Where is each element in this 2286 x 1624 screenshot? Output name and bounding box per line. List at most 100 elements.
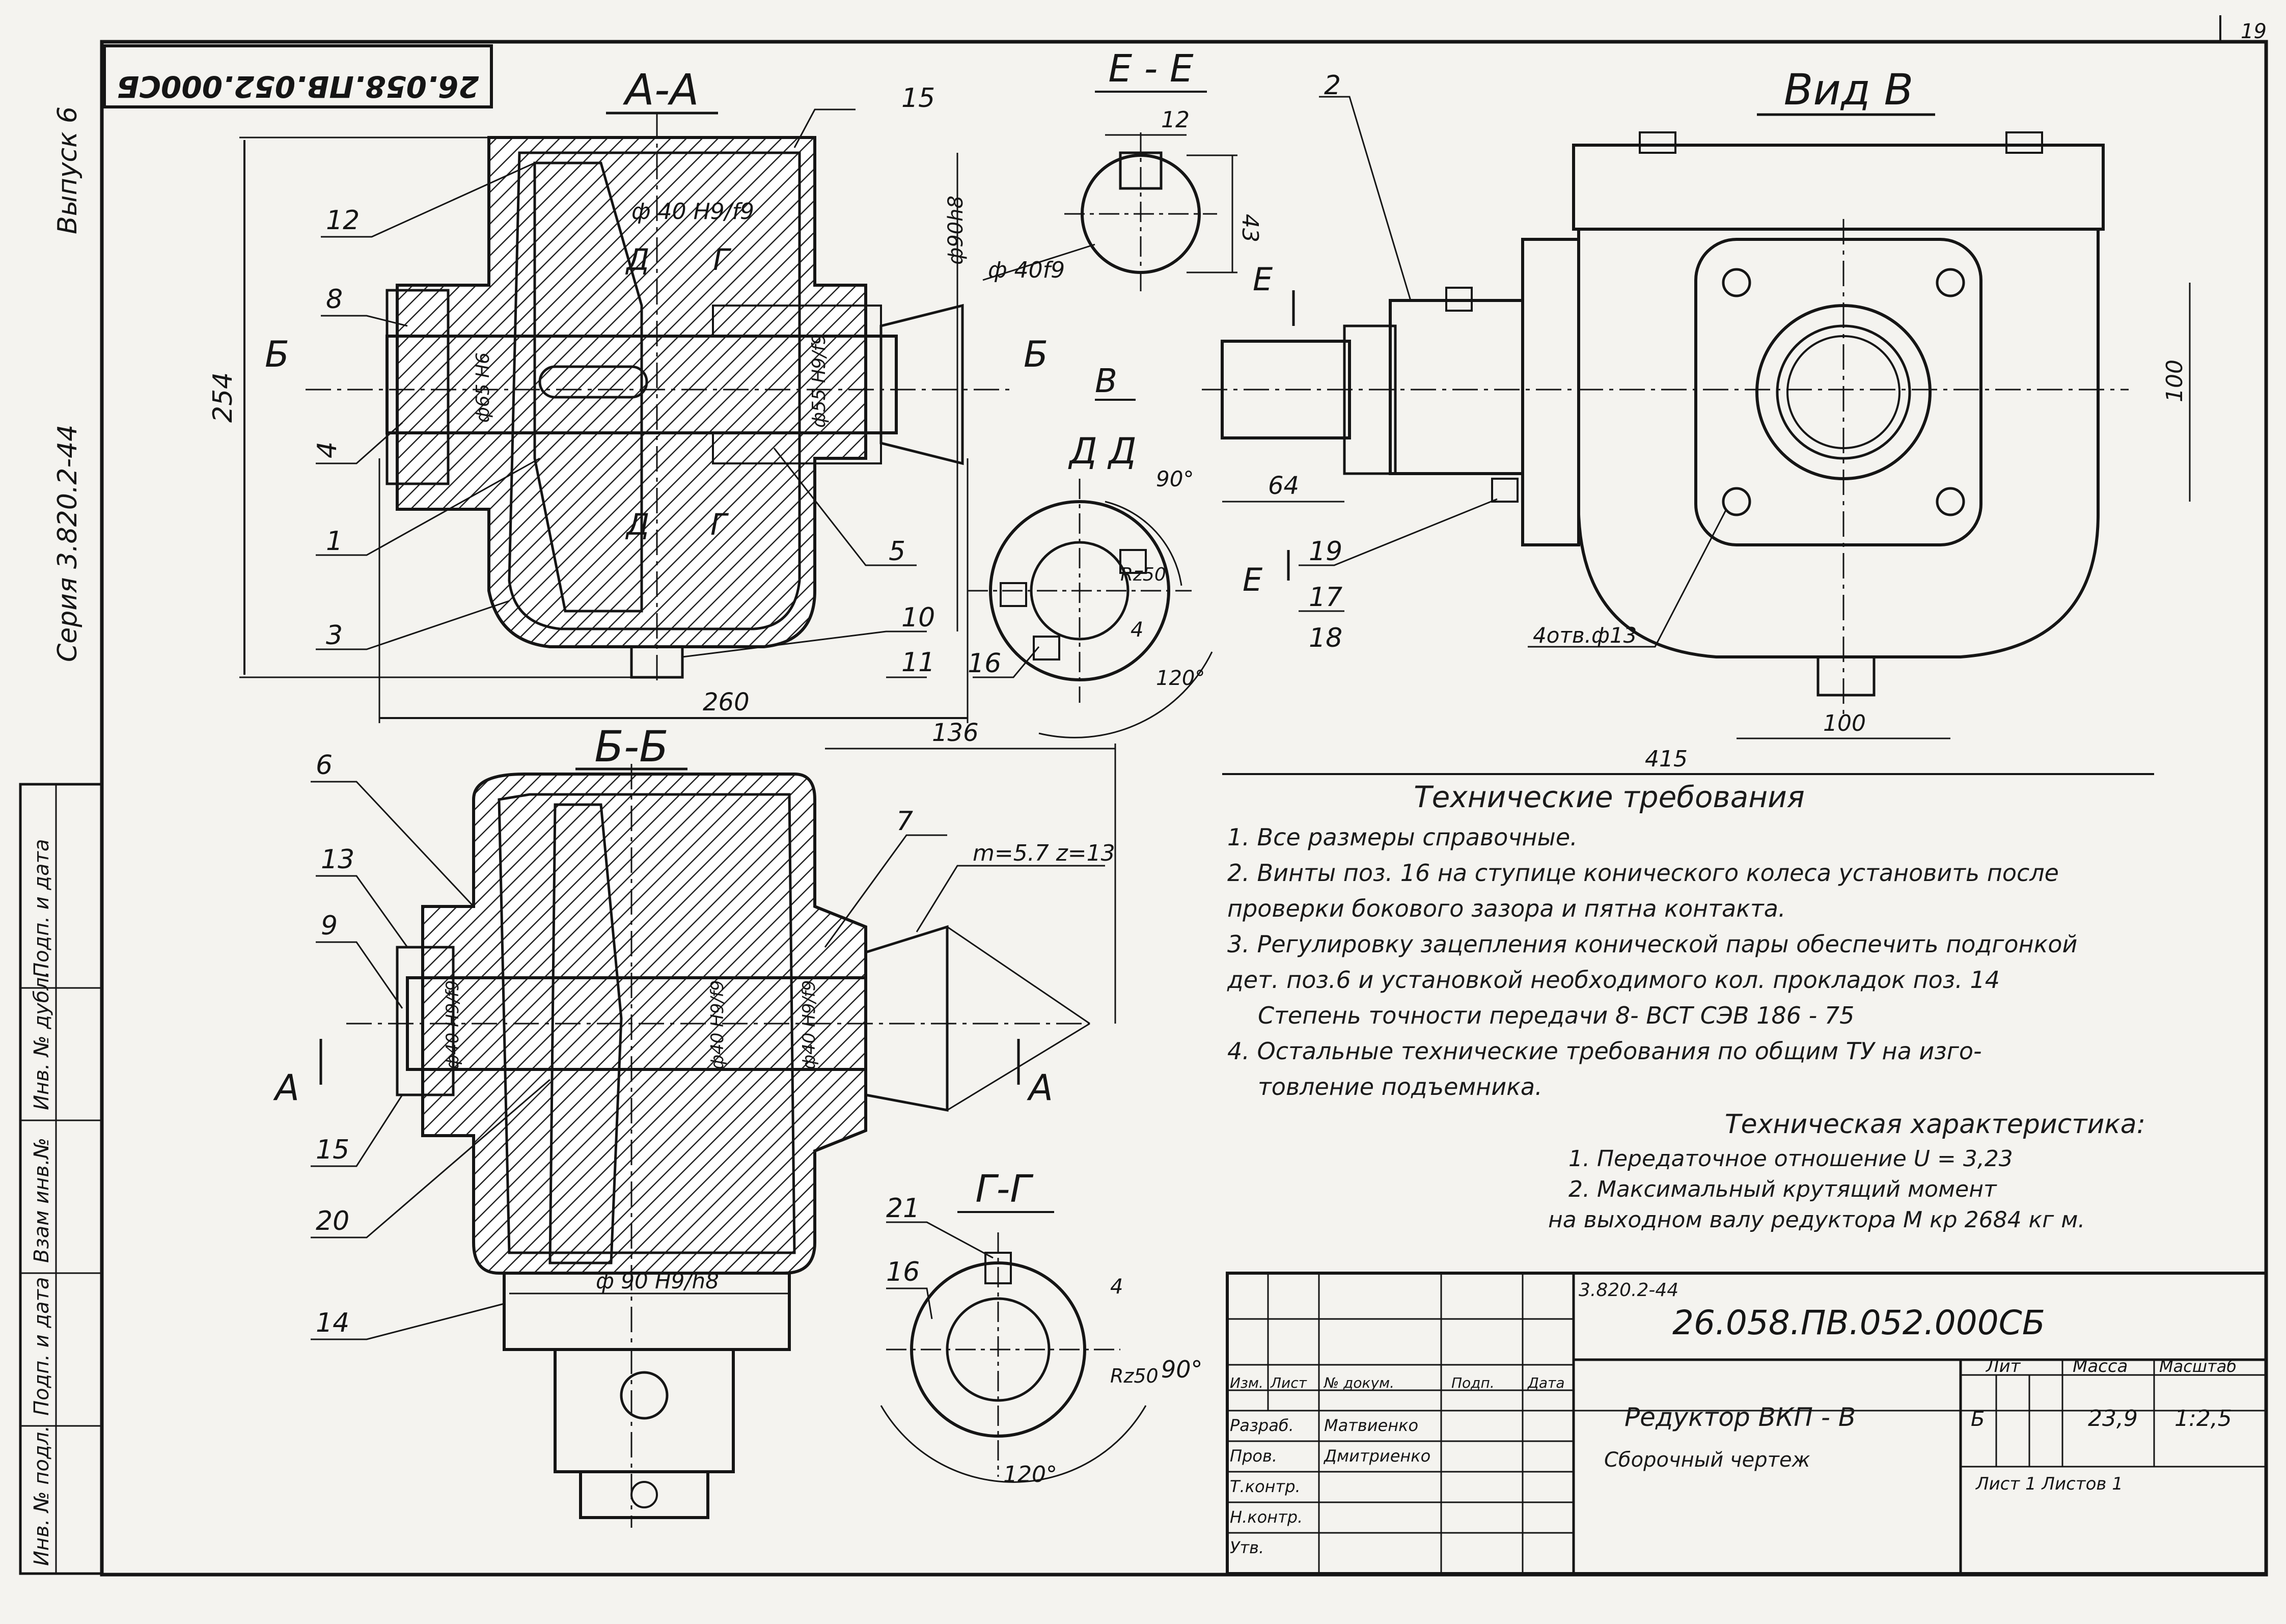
svg-text:8: 8 — [326, 284, 343, 315]
aa-sleeve-top — [712, 305, 882, 337]
svg-text:5: 5 — [889, 536, 905, 567]
vb-mount-plate — [1694, 238, 1982, 546]
svg-text:23,9: 23,9 — [2088, 1406, 2138, 1432]
aa-sleeve-bottom — [712, 432, 882, 464]
svg-text:В: В — [1095, 363, 1117, 400]
svg-text:120°: 120° — [1156, 667, 1205, 690]
gg-title: Г-Г — [975, 1167, 1034, 1211]
svg-text:13: 13 — [321, 844, 354, 875]
stamp-podp-2: Подп. и дата — [30, 1277, 53, 1416]
vb-cap — [1389, 299, 1524, 475]
svg-text:ф40 H9/f9: ф40 H9/f9 — [707, 980, 728, 1069]
bb-title: Б-Б — [594, 722, 669, 772]
stamp-inv-dubl: Инв. № дубл. — [30, 971, 53, 1110]
vb-bolt-hole — [1722, 268, 1751, 297]
svg-text:43: 43 — [1237, 214, 1263, 242]
svg-text:20: 20 — [316, 1206, 349, 1236]
svg-text:260: 260 — [703, 688, 750, 717]
svg-text:3. Регулировку зацепления кон: 3. Регулировку зацепления конической пар… — [1227, 930, 2077, 958]
svg-text:Д: Д — [625, 242, 649, 277]
tech-char-title: Техническая характеристика: — [1725, 1109, 2145, 1140]
svg-text:4отв.ф13: 4отв.ф13 — [1533, 623, 1637, 648]
svg-text:Дата: Дата — [1527, 1374, 1565, 1391]
svg-text:дет. поз.6 и установкой необхо: дет. поз.6 и установкой необходимого кол… — [1227, 966, 2000, 994]
svg-text:Разраб.: Разраб. — [1230, 1416, 1294, 1435]
svg-text:ф40 H9/f9: ф40 H9/f9 — [799, 980, 819, 1069]
vid-v-title: Вид В — [1784, 65, 1914, 115]
svg-text:ф55 H9/f9: ф55 H9/f9 — [809, 333, 830, 428]
svg-text:1. Передаточное отношение U =: 1. Передаточное отношение U = 3,23 — [1568, 1146, 2013, 1172]
aa-key-slot — [538, 365, 648, 399]
svg-text:А: А — [1027, 1067, 1053, 1109]
svg-text:Лит: Лит — [1985, 1356, 2021, 1377]
section-gg: Г-Г 120° 4 Rz50 90° 21 16 — [880, 1167, 1203, 1488]
svg-text:Б: Б — [1971, 1408, 1985, 1431]
svg-text:№ докум.: № докум. — [1323, 1374, 1394, 1391]
svg-text:Пров.: Пров. — [1230, 1446, 1277, 1466]
aa-bevel-gear — [533, 161, 643, 613]
svg-text:11: 11 — [901, 647, 935, 678]
view-b: Вид В В Е Е 2 64 — [1095, 65, 2191, 775]
svg-text:ф65 H6: ф65 H6 — [473, 352, 493, 423]
aa-pinion — [879, 304, 964, 465]
svg-text:1:2,5: 1:2,5 — [2174, 1406, 2232, 1432]
svg-text:12: 12 — [326, 205, 360, 236]
svg-text:проверки бокового зазора и пят: проверки бокового зазора и пятна контакт… — [1227, 895, 1786, 922]
svg-text:Rz50: Rz50 — [1110, 1365, 1159, 1387]
svg-text:4. Остальные технические треб: 4. Остальные технические требования по о… — [1227, 1037, 1982, 1065]
vb-body — [1577, 228, 2100, 658]
svg-text:Сборочный чертеж: Сборочный чертеж — [1604, 1448, 1810, 1472]
tech-req-title: Технические требования — [1414, 780, 1805, 814]
svg-text:16: 16 — [886, 1257, 920, 1287]
left-margin: Выпуск 6 Серия 3.820.2-44 Взам инв.№ Инв… — [19, 106, 103, 1575]
svg-text:Масса: Масса — [2073, 1356, 2128, 1377]
svg-text:120°: 120° — [1003, 1462, 1057, 1488]
svg-text:2. Максимальный крутящий моме: 2. Максимальный крутящий момент — [1568, 1176, 1997, 1202]
svg-text:Лист 1 Листов 1: Лист 1 Листов 1 — [1975, 1474, 2123, 1494]
vb-drain — [1816, 655, 1876, 697]
svg-text:4: 4 — [1131, 618, 1143, 642]
section-bb: Б-Б 136 m=5.7 z=13 ф 90 H9/h8 ф40 H9/f9 … — [273, 719, 1116, 1528]
svg-text:10: 10 — [901, 602, 935, 633]
svg-text:Г: Г — [710, 507, 729, 542]
sheet-number: 19 — [2241, 20, 2267, 43]
svg-text:19: 19 — [1309, 536, 1342, 567]
aa-cavity — [508, 151, 801, 630]
svg-text:16: 16 — [968, 648, 1001, 679]
svg-text:Подп.: Подп. — [1451, 1374, 1495, 1391]
svg-text:Б: Б — [265, 334, 289, 375]
svg-text:1. Все размеры справочные.: 1. Все размеры справочные. — [1227, 823, 1578, 851]
section-aa: А-А 254 260 ф 40 H9/f9 ф90h8 ф65 H6 ф55 … — [208, 65, 1048, 723]
svg-text:21: 21 — [886, 1193, 920, 1224]
svg-text:Rz50: Rz50 — [1120, 564, 1166, 585]
svg-text:Т.контр.: Т.контр. — [1230, 1477, 1301, 1496]
svg-text:Утв.: Утв. — [1230, 1538, 1264, 1557]
svg-text:m=5.7 z=13: m=5.7 z=13 — [973, 840, 1115, 866]
bb-bevel-wheel — [548, 803, 623, 1264]
svg-text:15: 15 — [316, 1135, 349, 1165]
vb-bolt-hole — [1936, 487, 1965, 516]
svg-text:64: 64 — [1268, 472, 1299, 500]
section-dd: Д Д 90° Rz50 4 120° 16 — [968, 430, 1213, 738]
aa-end-cap — [385, 289, 450, 485]
title-block: 3.820.2-44 26.058.ПВ.052.000СБ Редуктор … — [1226, 1272, 2268, 1575]
svg-text:ф 40f9: ф 40f9 — [988, 257, 1065, 283]
svg-text:415: 415 — [1645, 746, 1688, 772]
vb-bolt-hole — [1936, 268, 1965, 297]
svg-text:2: 2 — [1324, 70, 1341, 101]
svg-text:Матвиенко: Матвиенко — [1324, 1416, 1418, 1435]
svg-text:Е: Е — [1253, 261, 1273, 298]
svg-text:100: 100 — [1823, 710, 1866, 736]
svg-text:15: 15 — [901, 83, 935, 114]
stamp-inv-podl: Инв. № подл. — [30, 1425, 53, 1566]
svg-text:Масштаб: Масштаб — [2159, 1357, 2237, 1376]
svg-text:17: 17 — [1309, 582, 1342, 613]
bb-cavity — [498, 793, 796, 1254]
seriya-label: Серия 3.820.2-44 — [52, 425, 83, 662]
svg-text:18: 18 — [1309, 623, 1342, 653]
svg-text:14: 14 — [316, 1308, 349, 1338]
svg-text:1: 1 — [326, 526, 343, 557]
svg-text:100: 100 — [2162, 360, 2188, 402]
svg-text:ф40 H9/f9: ф40 H9/f9 — [443, 980, 463, 1069]
